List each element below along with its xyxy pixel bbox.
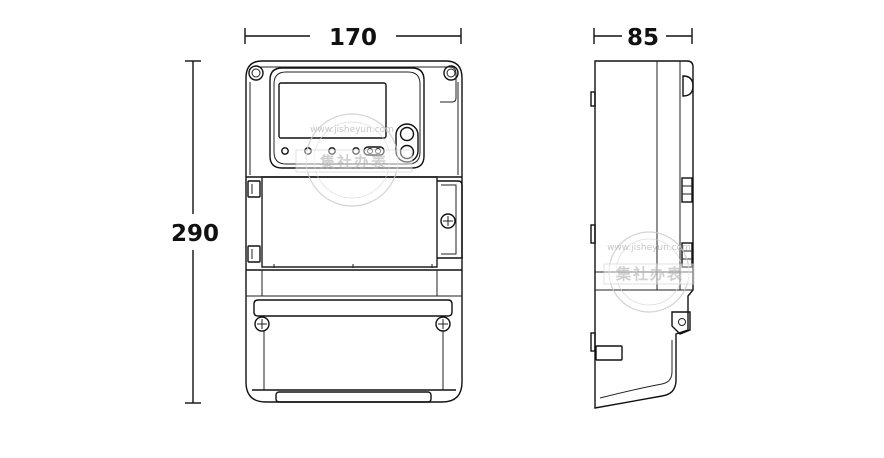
watermark-brand-side: 集社办表 xyxy=(615,265,684,283)
watermark-brand-front: 集社办表 xyxy=(319,153,388,171)
top-right-screw xyxy=(443,65,459,81)
cover-right-screw xyxy=(435,316,451,332)
front-view xyxy=(245,60,463,403)
indicator-led-4 xyxy=(352,147,360,155)
front-housing-outline xyxy=(245,60,463,403)
height-label: 290 xyxy=(171,221,219,247)
cover-left-screw xyxy=(254,316,270,332)
indicator-led-1 xyxy=(281,147,289,155)
depth-dimension: 85 xyxy=(593,25,693,51)
side-view xyxy=(590,60,694,409)
watermark-url-side: www.jisheyun.com xyxy=(607,243,691,253)
terminal-cover xyxy=(246,270,462,403)
indicator-led-3 xyxy=(328,147,336,155)
width-dimension: 170 xyxy=(244,25,462,51)
middle-right-screw xyxy=(440,213,456,229)
watermark-side: www.jisheyun.com 集社办表 xyxy=(603,231,695,313)
page-buttons xyxy=(395,123,419,163)
depth-label: 85 xyxy=(627,25,659,51)
watermark-url-front: www.jisheyun.com xyxy=(310,125,394,135)
lcd-window xyxy=(278,82,387,139)
terminal-section xyxy=(246,176,463,271)
height-dimension: 290 xyxy=(171,60,219,404)
top-left-screw xyxy=(248,65,264,81)
side-housing-outline xyxy=(594,60,694,409)
watermark-front: www.jisheyun.com 集社办表 xyxy=(295,113,413,207)
width-label: 170 xyxy=(329,25,377,51)
mode-switch xyxy=(363,146,385,156)
